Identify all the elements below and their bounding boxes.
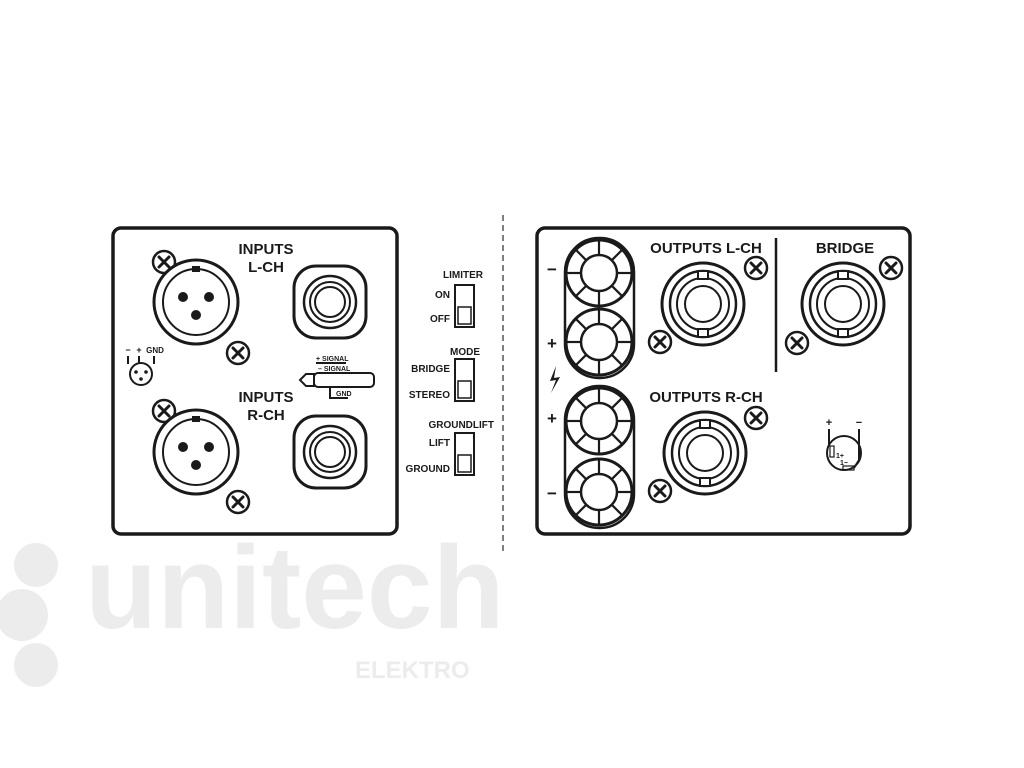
limiter-switch[interactable] [454, 284, 475, 328]
speakon-output-rch-connector[interactable] [662, 410, 748, 496]
screw-icon [225, 489, 251, 515]
screw-icon [784, 330, 810, 356]
binding-post-lch-minus[interactable] [564, 238, 634, 308]
xlr-pin-minus-label: − [125, 345, 130, 355]
watermark-brand: unitech [85, 522, 505, 654]
watermark-logo-mark [0, 543, 58, 687]
screw-icon [878, 255, 904, 281]
screw-icon [647, 329, 673, 355]
mode-title: MODE [450, 347, 480, 358]
mode-bridge-label: BRIDGE [411, 364, 450, 375]
bridge-title: BRIDGE [816, 240, 874, 257]
jack-pinout-diagram: + SIGNAL – SIGNAL GND [298, 356, 375, 399]
inputs-rch-subtitle: R-CH [247, 407, 285, 424]
xlr-pin-gnd-label: GND [146, 346, 164, 355]
bridge-pin-1plus-label: 1+ [836, 453, 844, 460]
binding-post-group-lower [563, 384, 636, 530]
switch-column: LIMITER ON OFF MODE BRIDGE STEREO GROUND… [406, 270, 494, 476]
jack-minus-signal-label: – SIGNAL [318, 366, 351, 373]
groundlift-lift-label: LIFT [429, 438, 450, 449]
xlr-pinout-diagram: − + GND [125, 345, 164, 386]
xlr-pin-plus-label: + [136, 345, 141, 355]
binding-post-lch-plus[interactable] [564, 307, 634, 377]
outputs-lch-title: OUTPUTS L-CH [650, 240, 762, 257]
jack-input-rch-connector[interactable] [292, 414, 368, 490]
inputs-lch-title: INPUTS [238, 241, 293, 258]
input-panel: INPUTS L-CH − + GND + SIGNAL – SIGNAL GN… [111, 226, 399, 536]
outputs-rch-title: OUTPUTS R-CH [649, 389, 762, 406]
limiter-off-label: OFF [430, 314, 450, 325]
watermark: unitech ELEKTRO [0, 522, 505, 687]
terminal-minus-top-label: − [547, 260, 557, 279]
bridge-pin-minus-label: − [856, 417, 862, 429]
limiter-on-label: ON [435, 290, 450, 301]
terminal-plus-top-label: + [547, 334, 557, 353]
output-panel: − + + − OUTPUTS L-CH BRIDGE OUTPUTS R-CH… [535, 226, 912, 536]
bridge-pinout-diagram: + − 1+ 1− [826, 417, 862, 471]
screw-icon [743, 405, 769, 431]
bridge-pin-plus-label: + [826, 417, 832, 429]
terminal-minus-bottom-label: − [547, 484, 557, 503]
screw-icon [225, 340, 251, 366]
xlr-input-lch-connector[interactable] [152, 258, 240, 346]
lightning-warning-icon [550, 366, 560, 393]
inputs-lch-subtitle: L-CH [248, 259, 284, 276]
limiter-title: LIMITER [443, 270, 484, 281]
bridge-pin-1minus-label: 1− [840, 460, 848, 467]
binding-post-group-upper [563, 236, 636, 380]
mode-stereo-label: STEREO [409, 390, 450, 401]
screw-icon [743, 255, 769, 281]
speakon-output-lch-connector[interactable] [660, 261, 746, 347]
jack-plus-signal-label: + SIGNAL [316, 356, 349, 363]
inputs-rch-title: INPUTS [238, 389, 293, 406]
binding-post-rch-minus[interactable] [564, 457, 634, 527]
binding-post-rch-plus[interactable] [564, 386, 634, 456]
groundlift-ground-label: GROUND [406, 464, 450, 475]
watermark-sub: ELEKTRO [355, 657, 470, 684]
jack-gnd-label: GND [336, 391, 352, 398]
terminal-plus-bottom-label: + [547, 409, 557, 428]
screw-icon [647, 478, 673, 504]
jack-input-lch-connector[interactable] [292, 264, 368, 340]
groundlift-title: GROUNDLIFT [428, 420, 494, 431]
groundlift-switch[interactable] [454, 432, 475, 476]
mode-switch[interactable] [454, 358, 475, 402]
xlr-input-rch-connector[interactable] [152, 408, 240, 496]
speakon-bridge-connector[interactable] [800, 261, 886, 347]
